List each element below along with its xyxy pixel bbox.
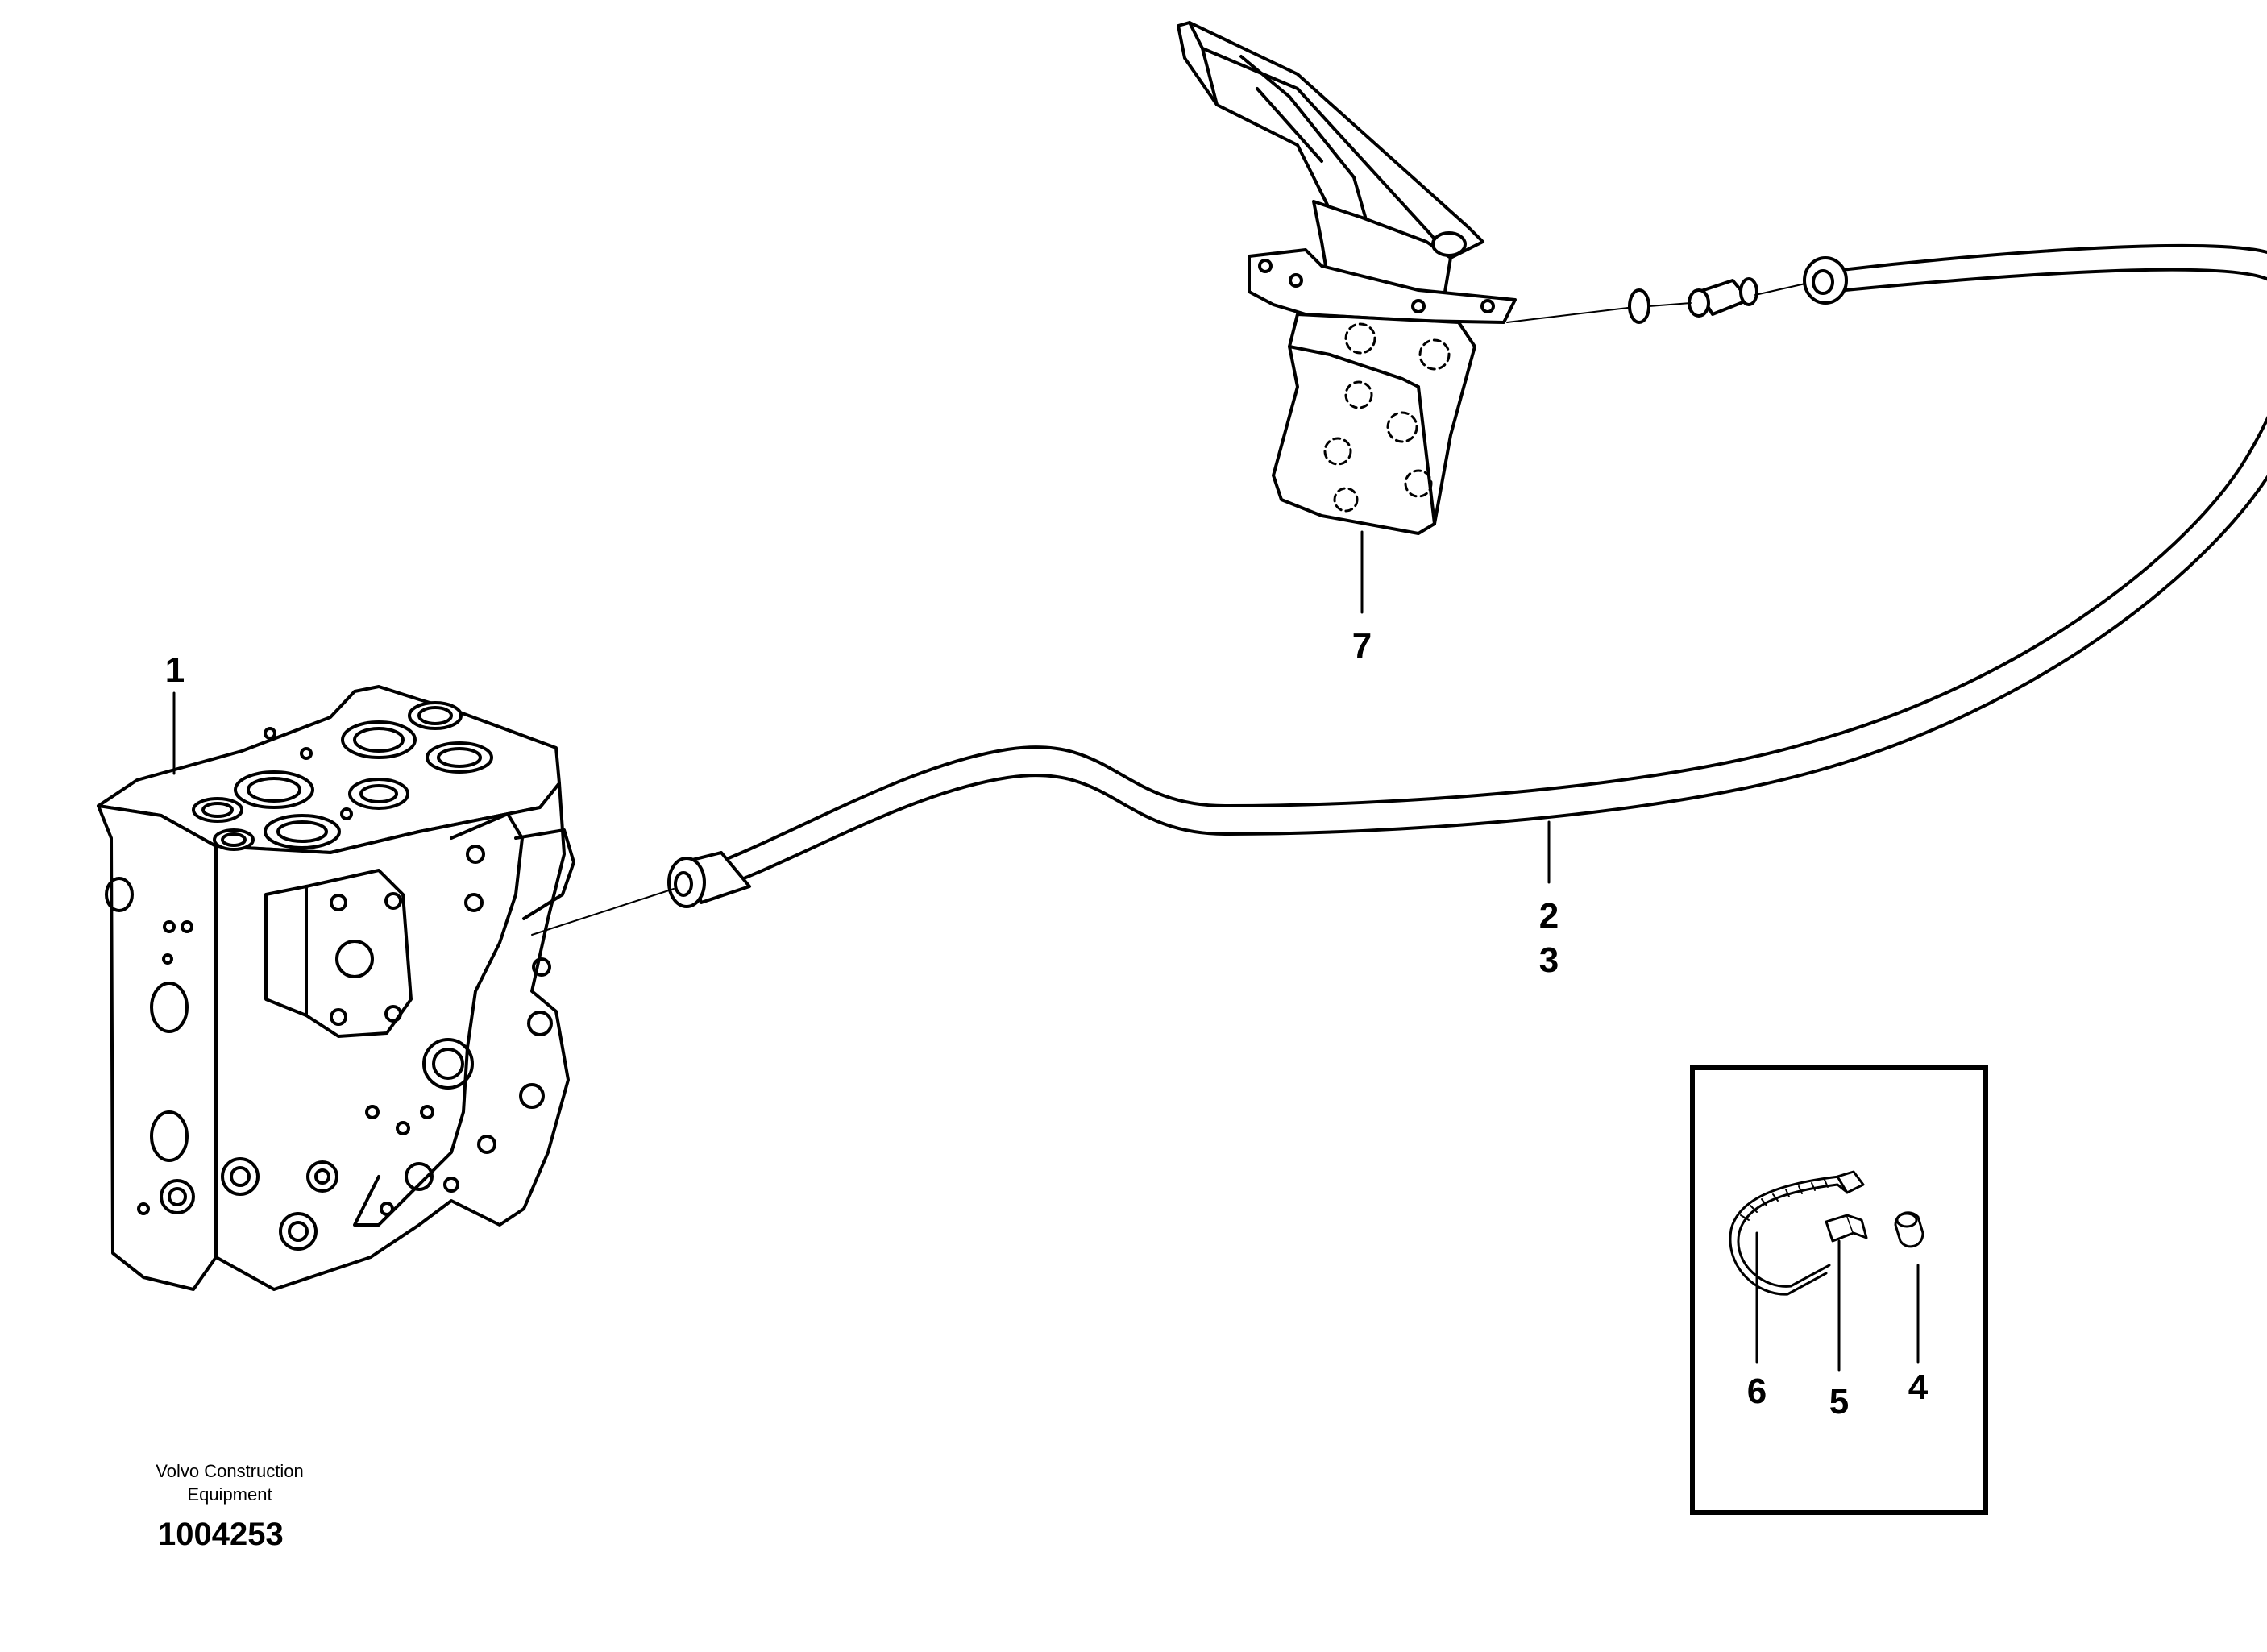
control-valve — [97, 685, 575, 1291]
clip — [1825, 1214, 1868, 1243]
company-credit: Volvo Construction Equipment — [121, 1460, 338, 1506]
exploded-axis-lines — [531, 283, 1806, 936]
callout-4: 4 — [1908, 1368, 1929, 1407]
callout-3: 3 — [1538, 940, 1559, 980]
pedal-valve — [1177, 21, 1517, 535]
callout-1: 1 — [164, 650, 185, 690]
callout-7: 7 — [1351, 626, 1372, 666]
detail-box — [1690, 1065, 1988, 1515]
sleeve — [1894, 1211, 1924, 1248]
callout-6: 6 — [1746, 1372, 1767, 1411]
cable-tie — [1729, 1170, 1865, 1296]
company-line-2: Equipment — [187, 1484, 272, 1505]
callout-leaders — [172, 530, 1920, 1372]
drawing-number: 1004253 — [158, 1517, 284, 1552]
pilot-hose — [667, 243, 2267, 908]
callout-2: 2 — [1538, 896, 1559, 936]
company-line-1: Volvo Construction — [156, 1461, 304, 1481]
callout-5: 5 — [1829, 1382, 1850, 1422]
